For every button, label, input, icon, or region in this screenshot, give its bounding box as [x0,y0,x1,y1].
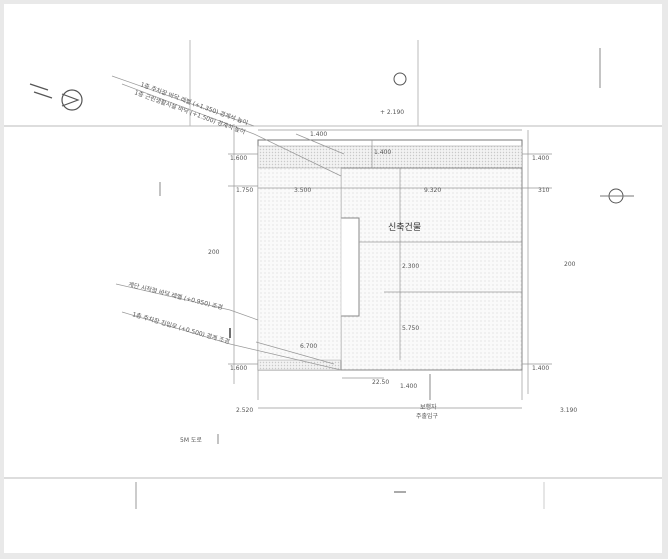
dim-left-mid: 1.750 [236,187,253,194]
building-label: 신축건물 [388,222,421,233]
dim-bottom-left: 1.600 [230,365,247,372]
dim-vert-a: 1.400 [374,149,391,156]
dim-diag-b: 6.700 [300,343,317,350]
dim-level-right: 3.190 [560,407,577,414]
dim-left-upper: 1.600 [230,155,247,162]
dim-right-band: 9.320 [424,187,441,194]
leader-text-3: 계단 시작점 바닥 레벨 (+0.950) 조경 [128,280,224,311]
dim-vert-d: 1.400 [400,383,417,390]
dim-diag-a: 1.400 [310,131,327,138]
dim-side-label: 200 [208,249,220,256]
leader-text-4: 1층 주차장 진입로 (+0.500) 경계 조경 [131,310,230,346]
dim-top: + 2.190 [380,109,404,116]
dim-vert-b: 2.300 [402,263,419,270]
svg-text:신축건물: 신축건물 [388,222,421,233]
road-label: 5M 도로 [180,437,202,444]
section-marker-icon [393,72,634,204]
dim-right-mid: 310 [538,187,550,194]
leader-lines [111,75,342,371]
entrance-label-1: 보행자 [420,403,437,411]
dim-right-top: 1.400 [532,155,549,162]
dim-side-right: 200 [564,261,576,268]
building-footprint [257,167,523,371]
road-lines [4,40,662,509]
entrance-label-2: 주출입구 [416,412,439,420]
dim-vert-c: 5.750 [402,325,419,332]
drawing-frame: 신축건물 5M 도로 보행자 주출입구 + 2.190 1.600 1.750 … [4,4,662,553]
site-plan-drawing: 신축건물 5M 도로 보행자 주출입구 + 2.190 1.600 1.750 … [4,40,662,509]
dim-right-bottom: 1.400 [532,365,549,372]
dim-bottom-mid: 22.50 [372,379,389,386]
dimension-lines [159,124,552,444]
dim-left-band: 3.500 [294,187,311,194]
dim-level-left: 2.520 [236,407,253,414]
north-arrow-icon [29,83,83,111]
